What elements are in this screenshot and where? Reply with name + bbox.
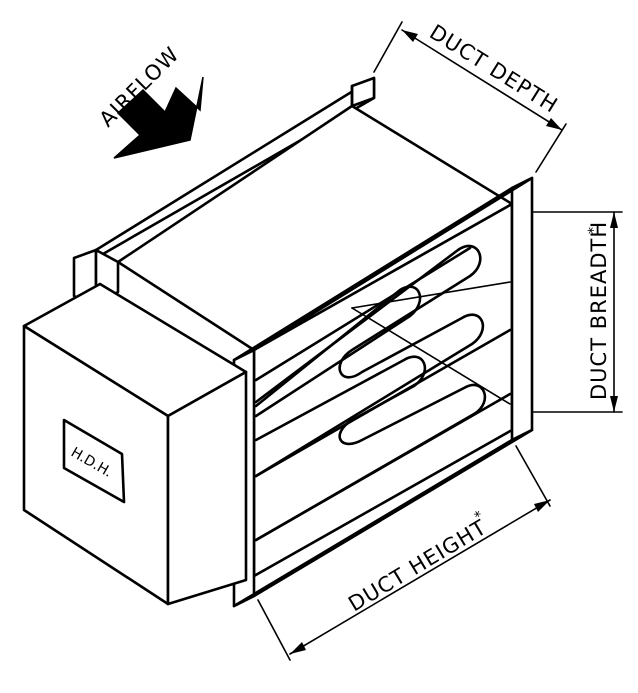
airflow-indicator: AIRFLOW <box>95 42 204 159</box>
arrow-down-right-icon <box>113 76 204 159</box>
dimension-duct-breadth: DUCT BREADTH * <box>531 211 623 413</box>
duct-depth-label: DUCT DEPTH <box>425 20 562 118</box>
terminal-box: H.D.H. <box>22 282 248 606</box>
duct-breadth-asterisk: * <box>586 227 602 234</box>
duct-breadth-label: DUCT BREADTH <box>587 221 611 400</box>
terminal-box-plate <box>62 418 126 504</box>
heater-coils <box>254 244 512 542</box>
